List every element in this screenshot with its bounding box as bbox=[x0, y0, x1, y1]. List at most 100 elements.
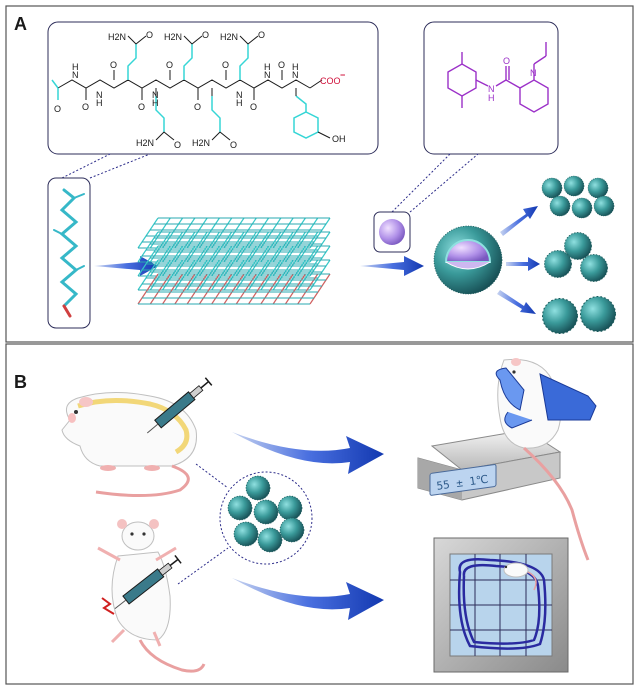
oxygen-label-12: O bbox=[174, 140, 181, 150]
hydrogen-label-4: H bbox=[236, 98, 243, 108]
lattice-strand bbox=[297, 245, 319, 277]
nitrogen-label-4: N bbox=[236, 90, 243, 100]
drug-structure-box bbox=[423, 21, 559, 155]
hydrogen-label-3: H bbox=[152, 98, 159, 108]
lattice-strand bbox=[309, 245, 331, 277]
lattice-strand bbox=[235, 259, 257, 291]
panel-a-label: A bbox=[14, 14, 27, 34]
lattice-strand bbox=[223, 273, 245, 305]
drug-amide-nitrogen: N bbox=[488, 84, 495, 94]
lattice-strand bbox=[272, 231, 294, 263]
lattice-strand bbox=[309, 231, 331, 263]
lattice-strand bbox=[223, 231, 245, 263]
syringe-icon-2 bbox=[114, 554, 182, 610]
oxygen-label-2: O bbox=[202, 30, 209, 40]
oxygen-label-7: O bbox=[278, 60, 285, 70]
lattice-strand bbox=[149, 259, 171, 291]
hydrogen-label-6: H bbox=[292, 62, 299, 72]
lattice-strand bbox=[223, 217, 245, 249]
nitrogen-label-2: N bbox=[96, 90, 103, 100]
lattice-strand bbox=[162, 245, 184, 277]
drug-carbonyl-oxygen: O bbox=[503, 56, 510, 66]
peptide-lattice bbox=[137, 217, 331, 305]
lattice-strand bbox=[309, 259, 331, 291]
lattice-strand bbox=[284, 259, 306, 291]
lattice-strand bbox=[260, 245, 282, 277]
lattice-strand bbox=[174, 231, 196, 263]
lattice-strand bbox=[149, 273, 171, 305]
lattice-strand bbox=[162, 273, 184, 305]
lattice-strand bbox=[248, 259, 270, 291]
amine-label-2: H2N bbox=[164, 32, 182, 42]
lattice-strand bbox=[186, 273, 208, 305]
hydrogen-label-1: H bbox=[72, 62, 79, 72]
lattice-strand bbox=[198, 259, 220, 291]
lattice-strand bbox=[297, 259, 319, 291]
lattice-strand bbox=[162, 217, 184, 249]
nitrogen-label-3: N bbox=[152, 90, 159, 100]
amine-label-3: H2N bbox=[220, 32, 238, 42]
lattice-strand bbox=[186, 245, 208, 277]
connector-lines bbox=[61, 153, 479, 213]
lattice-strand bbox=[272, 273, 294, 305]
lattice-strand bbox=[198, 245, 220, 277]
oxygen-label-8: O bbox=[82, 102, 89, 112]
amine-label-4: H2N bbox=[136, 138, 154, 148]
lattice-strand bbox=[297, 217, 319, 249]
lattice-strand bbox=[211, 273, 233, 305]
lattice-strand bbox=[186, 217, 208, 249]
core-shell-nanoparticle bbox=[433, 225, 503, 295]
hand-holding-rat bbox=[495, 358, 597, 561]
lattice-strand bbox=[149, 245, 171, 277]
syringe-icon bbox=[146, 377, 213, 434]
carboxylate-charge: − bbox=[340, 70, 345, 80]
lattice-strand bbox=[149, 217, 171, 249]
lattice-strand bbox=[174, 245, 196, 277]
oxygen-label-10: O bbox=[194, 102, 201, 112]
nitrogen-label-6: N bbox=[292, 70, 299, 80]
lattice-strand bbox=[198, 217, 220, 249]
lattice-strand bbox=[272, 245, 294, 277]
oxygen-label-5: O bbox=[166, 60, 173, 70]
arrows-to-clusters bbox=[497, 206, 540, 314]
lattice-strand bbox=[235, 273, 257, 305]
lattice-strand bbox=[284, 245, 306, 277]
lattice-strand bbox=[137, 217, 159, 249]
lattice-strand bbox=[137, 231, 159, 263]
lattice-strand bbox=[260, 217, 282, 249]
oxygen-label-13: O bbox=[230, 140, 237, 150]
lattice-strand bbox=[260, 273, 282, 305]
lattice-strand bbox=[186, 259, 208, 291]
amine-label-5: H2N bbox=[192, 138, 210, 148]
lattice-strand bbox=[137, 259, 159, 291]
lattice-strand bbox=[248, 273, 270, 305]
oxygen-label-11: O bbox=[250, 102, 257, 112]
arrow-to-open-field bbox=[232, 578, 384, 620]
peptide-structure-box bbox=[47, 21, 379, 155]
lattice-strand bbox=[248, 231, 270, 263]
lattice-strand bbox=[174, 259, 196, 291]
lattice-strand bbox=[260, 231, 282, 263]
lattice-strand bbox=[211, 259, 233, 291]
lattice-strand bbox=[260, 259, 282, 291]
lattice-strand bbox=[272, 217, 294, 249]
open-field-box bbox=[433, 537, 569, 673]
lattice-strand bbox=[223, 245, 245, 277]
lattice-strand bbox=[297, 273, 319, 305]
drug-amide-hydrogen: H bbox=[488, 93, 495, 103]
drug-sphere bbox=[379, 219, 405, 245]
arrow-to-hot-plate bbox=[232, 432, 384, 474]
lattice-strand bbox=[248, 217, 270, 249]
lattice-strand bbox=[174, 217, 196, 249]
lattice-strand bbox=[162, 231, 184, 263]
lattice-strand bbox=[223, 259, 245, 291]
oxygen-label-3: O bbox=[258, 30, 265, 40]
lattice-strand bbox=[235, 231, 257, 263]
oxygen-label-14: O bbox=[54, 104, 61, 114]
lattice-strand bbox=[198, 273, 220, 305]
lattice-strand bbox=[211, 231, 233, 263]
oxygen-label-4: O bbox=[110, 60, 117, 70]
hydrogen-label-5: H bbox=[264, 62, 271, 72]
